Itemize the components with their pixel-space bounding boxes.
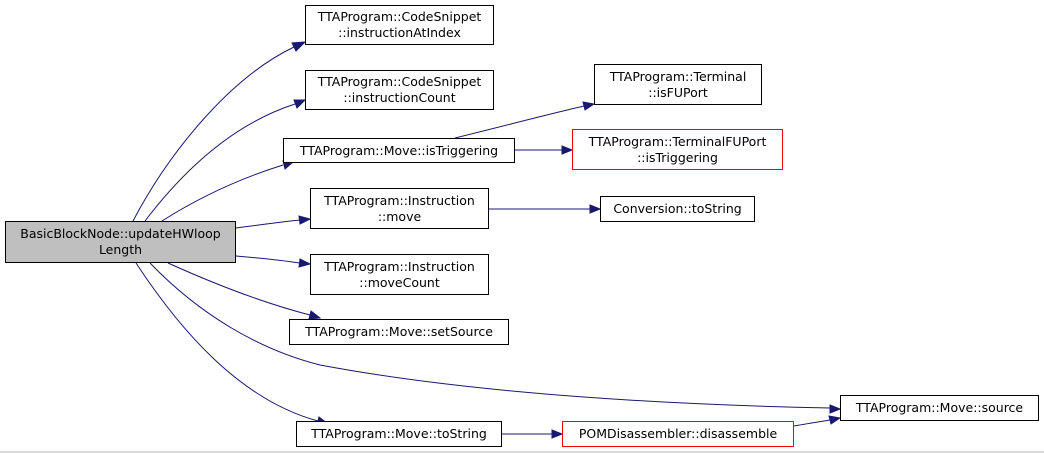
arrowhead (298, 258, 312, 268)
arrowhead (298, 215, 312, 225)
edge-is-triggering-to-is-fuport (454, 105, 585, 139)
node-label: TTAProgram::Move::setSource (305, 324, 493, 339)
edge-disassemble-to-move-source (793, 419, 831, 427)
node-label-line2: ::instructionAtIndex (338, 25, 461, 40)
node-label: TTAProgram::Move::toString (311, 426, 487, 441)
node-label-line1: TTAProgram::Terminal (609, 68, 747, 84)
node-code-snippet-instruction-count[interactable]: TTAProgram::CodeSnippet ::instructionCou… (305, 70, 494, 110)
arrowhead (551, 429, 564, 439)
arrowhead (828, 415, 842, 425)
node-code-snippet-instruction-at-index[interactable]: TTAProgram::CodeSnippet ::instructionAtI… (305, 5, 494, 45)
edge-root-to-set-source (167, 262, 311, 316)
node-instruction-move-count[interactable]: TTAProgram::Instruction ::moveCount (310, 254, 489, 295)
arrowhead (829, 404, 842, 414)
node-label-line2: ::move (377, 208, 422, 224)
node-label: POMDisassembler::disassemble (578, 426, 778, 441)
edge-root-to-move-source (149, 262, 831, 409)
arrowhead (589, 204, 602, 214)
edge-root-to-move-count (235, 255, 301, 264)
bottom-divider (0, 451, 1044, 453)
node-label-line2: ::instructionCount (343, 90, 456, 105)
node-terminal-fuport-is-triggering[interactable]: TTAProgram::TerminalFUPort ::isTriggerin… (572, 129, 783, 170)
node-label-line2: Length (98, 242, 143, 257)
node-instruction-move[interactable]: TTAProgram::Instruction ::move (310, 188, 489, 229)
arrowhead (308, 310, 322, 320)
node-label: TTAProgram::Move::source (855, 400, 1024, 415)
node-label-line2: ::isTriggering (637, 149, 718, 165)
node-label-line1: TTAProgram::TerminalFUPort (588, 133, 767, 149)
node-label-line1: TTAProgram::Instruction (324, 258, 475, 274)
edge-root-to-instruction-at-index (132, 46, 295, 222)
node-terminal-is-fuport[interactable]: TTAProgram::Terminal ::isFUPort (594, 64, 762, 105)
node-label: Conversion::toString (613, 201, 742, 216)
edge-root-to-is-triggering (161, 164, 284, 222)
node-label-line1: BasicBlockNode::updateHWloop (20, 226, 221, 241)
node-move-set-source[interactable]: TTAProgram::Move::setSource (289, 319, 509, 345)
node-basic-block-node-update-hw-loop-length[interactable]: BasicBlockNode::updateHWloop Length (5, 221, 236, 263)
node-label-line1: TTAProgram::Instruction (324, 192, 475, 208)
node-label-line2: ::moveCount (359, 274, 440, 290)
node-label-line1: TTAProgram::CodeSnippet (317, 9, 482, 24)
arrowhead (582, 101, 596, 111)
edge-root-to-instruction-move (235, 219, 301, 229)
arrowhead (561, 145, 574, 155)
arrowhead (293, 99, 307, 109)
edge-root-to-move-to-string (135, 262, 319, 422)
node-move-is-triggering[interactable]: TTAProgram::Move::isTriggering (283, 138, 515, 163)
arrowhead (291, 41, 307, 52)
node-label: TTAProgram::Move::isTriggering (299, 142, 499, 158)
node-pom-disassembler-disassemble[interactable]: POMDisassembler::disassemble (562, 421, 794, 447)
node-move-source[interactable]: TTAProgram::Move::source (840, 395, 1039, 421)
node-conversion-to-string[interactable]: Conversion::toString (600, 196, 755, 222)
node-label-line1: TTAProgram::CodeSnippet (317, 74, 482, 89)
edge-root-to-instruction-count (144, 103, 296, 222)
node-label-line2: ::isFUPort (648, 84, 708, 100)
node-move-to-string[interactable]: TTAProgram::Move::toString (296, 421, 502, 447)
